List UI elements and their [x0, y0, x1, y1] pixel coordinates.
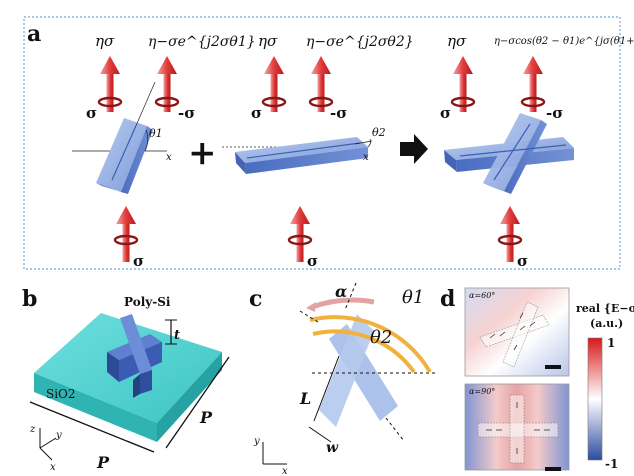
label-theta2: θ2 — [370, 327, 392, 348]
colorbar-title-line1: real {E−σ} — [576, 302, 634, 315]
axis-x: x — [50, 462, 56, 473]
arc-theta2 — [312, 329, 416, 374]
colorbar-min: -1 — [605, 457, 618, 471]
g3-arrow-left — [450, 56, 476, 112]
axis-triad-b — [39, 428, 57, 461]
g3-arrow-right — [520, 56, 546, 112]
width-line — [308, 426, 332, 443]
colorbar-max: 1 — [607, 336, 615, 350]
g1-arrow-left — [97, 56, 123, 112]
period-right-line — [165, 356, 230, 449]
panel-c-cross — [319, 314, 398, 427]
label-period-bottom: P — [96, 453, 110, 472]
label-sio2: SiO2 — [46, 387, 76, 401]
poly-si-cross — [107, 314, 162, 398]
field-map-top — [464, 287, 570, 377]
g2-angle: θ2 — [372, 126, 386, 139]
label-thickness: t — [174, 328, 180, 343]
g2-arrow-left — [261, 56, 287, 112]
g2-eta-right: η−σe^{j2σθ2} — [306, 34, 414, 50]
g2-sigma-right: -σ — [330, 104, 347, 122]
g3-cross-nanostructure — [444, 113, 574, 194]
panel-a-frame — [23, 16, 621, 270]
g3-eta-left: ησ — [447, 32, 467, 50]
g1-sigma-right: -σ — [178, 104, 195, 122]
group1: ησ η−σe^{j2σθ1} σ -σ x θ1 σ — [72, 32, 256, 270]
colorbar-title-line2: (a.u.) — [590, 317, 623, 330]
g1-eta-right: η−σe^{j2σθ1} — [148, 34, 256, 50]
g1-sigma-left: σ — [86, 104, 97, 122]
g2-nanobar — [235, 137, 373, 174]
g3-input-sigma: σ — [517, 252, 528, 270]
length-line — [313, 355, 340, 422]
group2: ησ η−σe^{j2σθ2} σ -σ θ2 x σ — [222, 32, 414, 270]
g3-sigma-left: σ — [440, 104, 451, 122]
label-theta1: θ1 — [402, 287, 424, 308]
g2-sigma-left: σ — [251, 104, 262, 122]
panel-b-label: b — [22, 286, 37, 312]
period-bottom-line — [29, 401, 155, 453]
label-width: w — [326, 440, 339, 456]
g2-axis-x: x — [363, 152, 369, 163]
map-bottom-title: α=90° — [469, 387, 495, 396]
arc-alpha — [311, 297, 375, 310]
result-arrow — [400, 134, 428, 164]
label-alpha: α — [335, 282, 347, 301]
panel-a-label: a — [27, 21, 41, 47]
g2-input-sigma: σ — [307, 252, 318, 270]
panel-c-label: c — [249, 286, 262, 312]
g2-arrow-right — [308, 56, 334, 112]
g1-nanobar — [96, 81, 156, 194]
axis-c-x: x — [282, 466, 288, 476]
g3-sigma-right: -σ — [546, 104, 563, 122]
map-top-title: α=60° — [469, 291, 495, 300]
g1-input-sigma: σ — [133, 252, 144, 270]
g1-eta-left: ησ — [95, 32, 115, 50]
g3-eta-right: η−σcos(θ2 − θ1)e^{jσ(θ1+θ2)} — [494, 36, 634, 47]
g1-axis-x: x — [166, 152, 172, 163]
group3: ησ η−σcos(θ2 − θ1)e^{jσ(θ1+θ2)} σ -σ σ — [440, 32, 634, 270]
axis-triad-c — [262, 442, 287, 465]
g2-eta-left: ησ — [258, 32, 278, 50]
g1-angle: θ1 — [149, 127, 163, 140]
panel-d-label: d — [440, 286, 455, 312]
g1-arrow-right — [154, 56, 180, 112]
axis-z: z — [29, 424, 36, 435]
field-map-bottom — [464, 383, 570, 471]
axis-y: y — [55, 430, 62, 441]
arc-theta1 — [309, 315, 432, 374]
colorbar — [587, 337, 603, 461]
axis-c-y: y — [253, 436, 260, 447]
label-poly-si: Poly-Si — [124, 295, 171, 309]
label-length: L — [299, 389, 311, 408]
plus-sign: + — [188, 133, 217, 173]
label-period-right: P — [199, 408, 213, 427]
